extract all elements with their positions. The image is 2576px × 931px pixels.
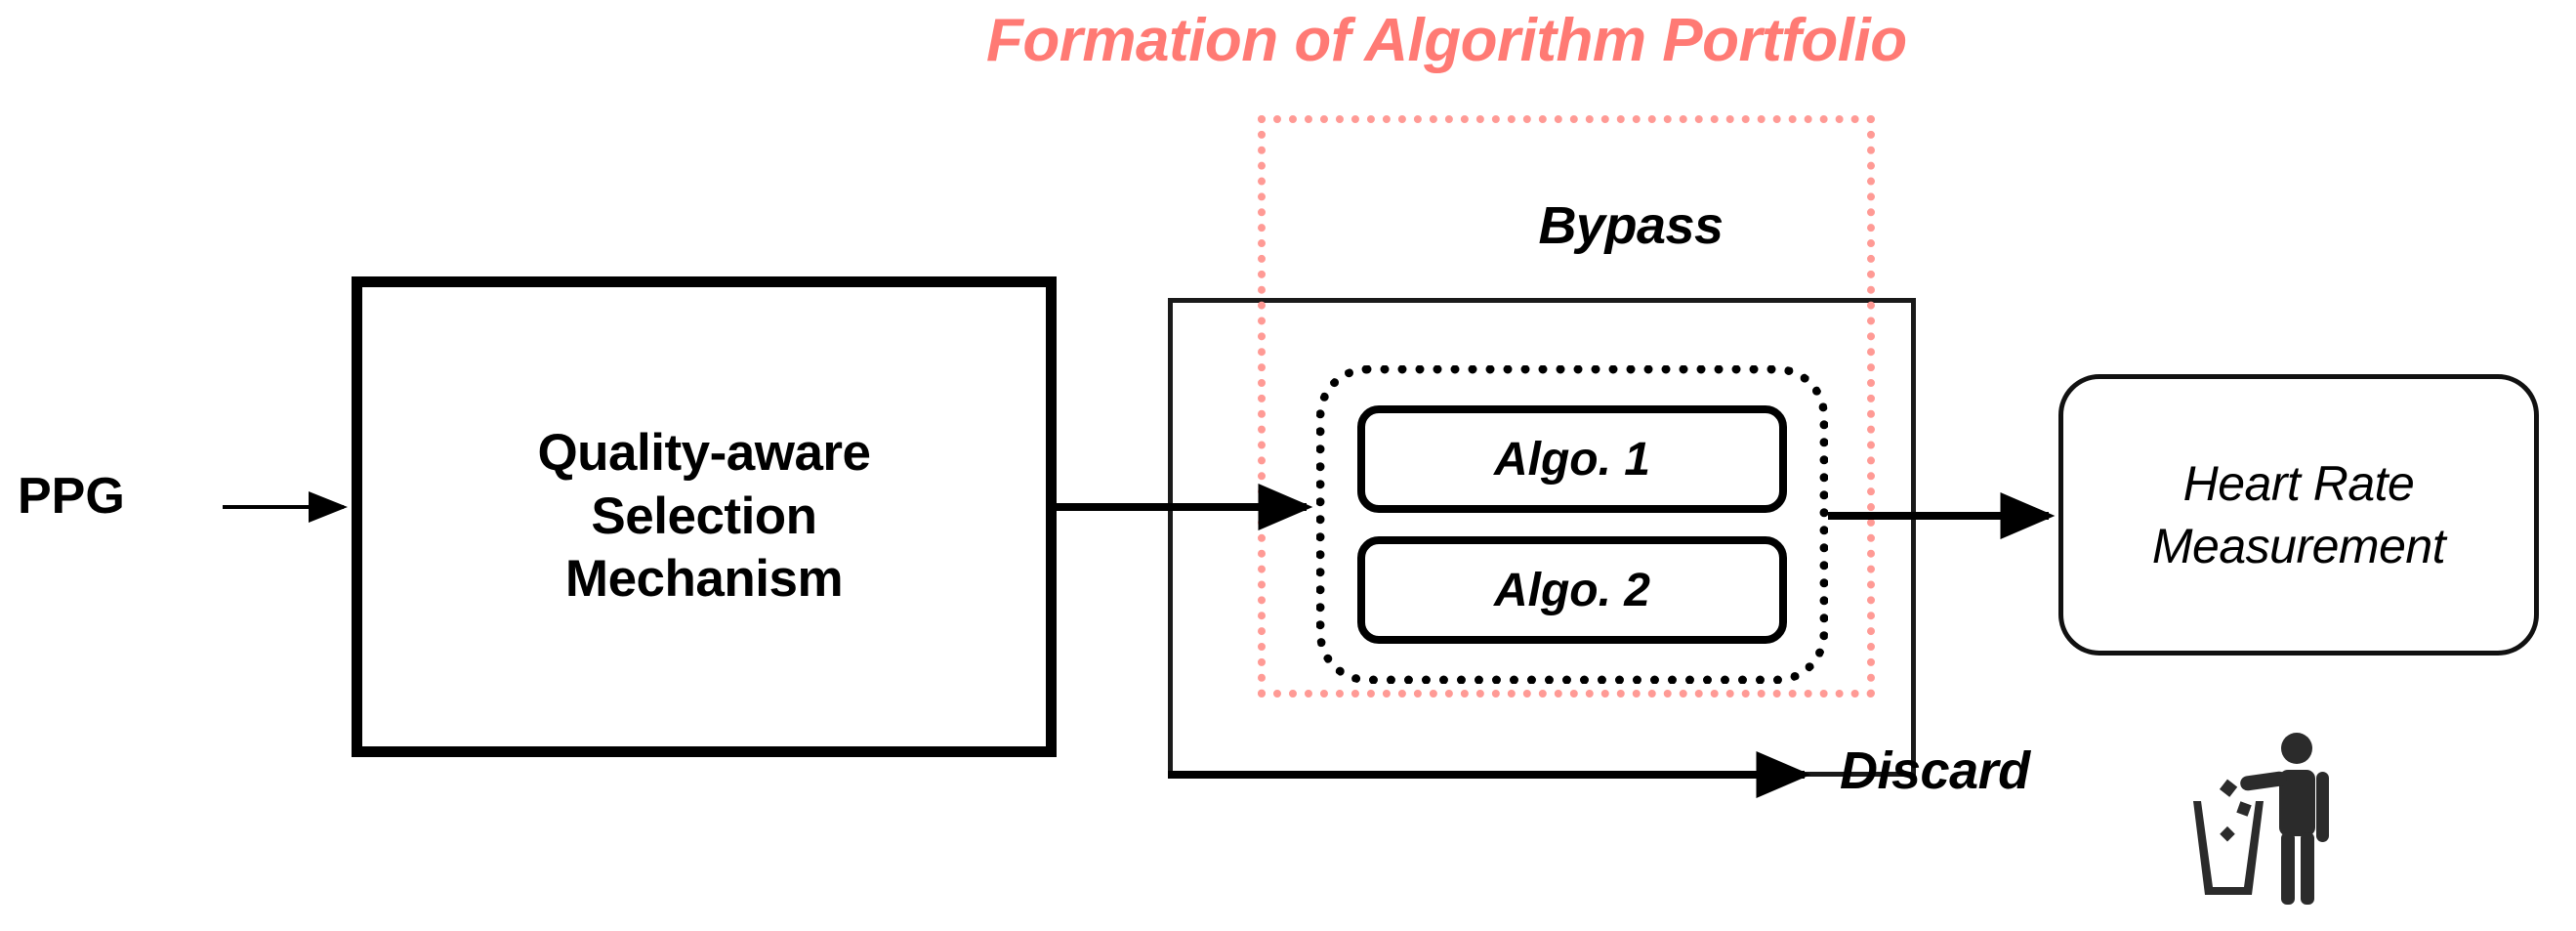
- quality-aware-selection-label: Quality-aware Selection Mechanism: [537, 424, 871, 609]
- person-throwing-trash-icon: [2183, 731, 2349, 911]
- algorithm-label-1: Algo. 1: [1493, 433, 1650, 486]
- heart-rate-measurement-block: Heart Rate Measurement: [2058, 374, 2539, 656]
- heart-rate-measurement-label: Heart Rate Measurement: [2151, 456, 2446, 573]
- diagram-title: Formation of Algorithm Portfolio: [986, 7, 1907, 74]
- input-label-ppg: PPG: [18, 468, 125, 525]
- quality-aware-selection-block: Quality-aware Selection Mechanism: [352, 276, 1057, 757]
- algorithm-portfolio-container: Algo. 1 Algo. 2: [1316, 365, 1828, 684]
- bypass-label: Bypass: [1538, 196, 1724, 255]
- algorithm-box-1: Algo. 1: [1357, 405, 1787, 513]
- discard-label: Discard: [1840, 741, 2030, 800]
- algorithm-box-2: Algo. 2: [1357, 536, 1787, 644]
- algorithm-portfolio-region: [1258, 115, 1875, 698]
- algorithm-label-2: Algo. 2: [1493, 564, 1650, 616]
